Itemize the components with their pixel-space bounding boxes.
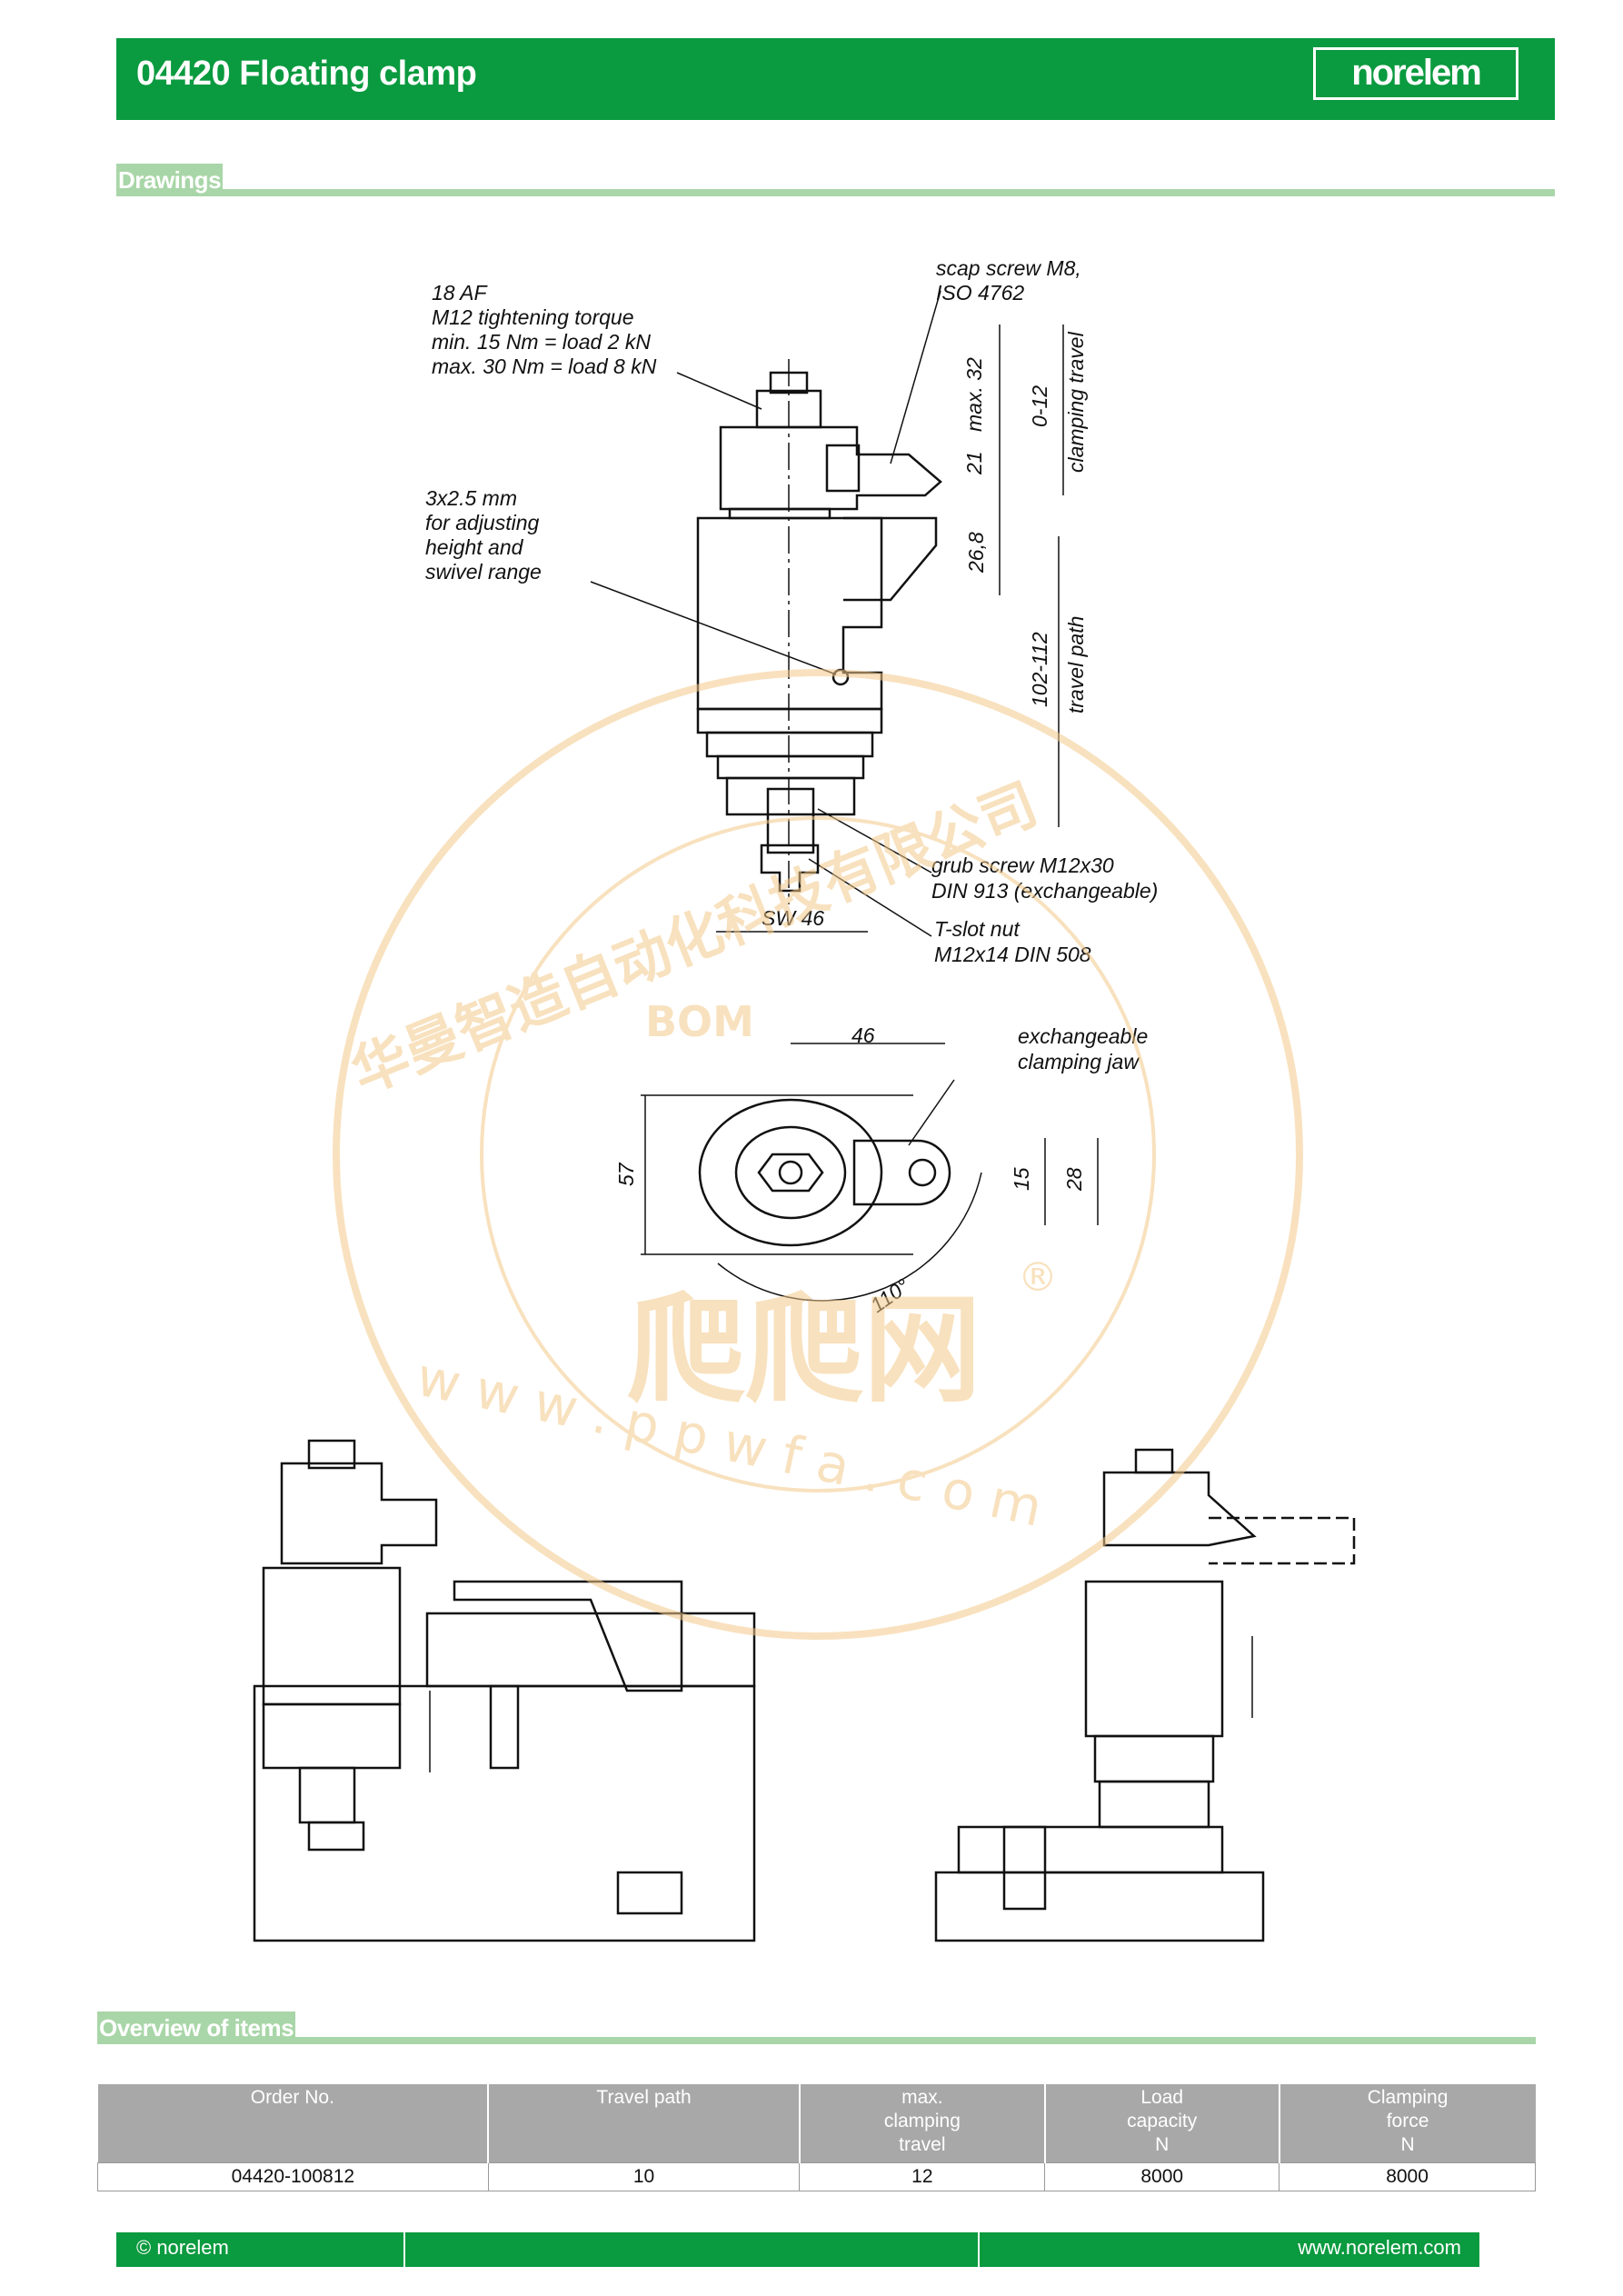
- dim-21: 21: [962, 451, 986, 475]
- footer-divider: [403, 2232, 405, 2267]
- anno-adj-1: 3x2.5 mm: [425, 486, 517, 510]
- clamping-jaw: [852, 1139, 951, 1206]
- anno-grub-2: DIN 913 (exchangeable): [931, 879, 1158, 903]
- dim-clamping-travel: clamping travel: [1064, 331, 1088, 473]
- table-row: 04420-100812 10 12 8000 8000: [97, 2162, 1536, 2191]
- col-header-clamping-travel: max. clamping travel: [799, 2084, 1046, 2163]
- col-header-load-capacity: Load capacity N: [1044, 2084, 1280, 2163]
- anno-sw: SW 46: [762, 906, 824, 930]
- dim-26-8: 26,8: [964, 532, 988, 574]
- watermark-bom: BOM: [645, 997, 754, 1046]
- table-header-row: Order No. Travel path max. clamping trav…: [97, 2084, 1536, 2163]
- anno-tslot-2: M12x14 DIN 508: [934, 943, 1091, 966]
- watermark-reg: ®: [1018, 1254, 1058, 1301]
- anno-af-1: 18 AF: [432, 281, 488, 304]
- anno-jaw-2: clamping jaw: [1018, 1050, 1140, 1073]
- technical-drawing: 18 AF M12 tightening torque min. 15 Nm =…: [253, 256, 1356, 1942]
- footer-url[interactable]: www.norelem.com: [1298, 2236, 1461, 2259]
- col-header-order-no: Order No.: [97, 2084, 490, 2163]
- watermark-brand: 爬爬网: [627, 1281, 981, 1419]
- anno-adj-3: height and: [425, 535, 524, 559]
- cell-clamping-travel: 12: [799, 2162, 1046, 2191]
- anno-af-3: min. 15 Nm = load 2 kN: [432, 330, 651, 354]
- anno-scap-2: ISO 4762: [936, 281, 1024, 304]
- section-rule: [97, 2037, 1536, 2044]
- watermark-arc-text: 华曼智造自动化科技有限公司: [343, 770, 1047, 1106]
- anno-jaw-1: exchangeable: [1018, 1024, 1148, 1048]
- col-header-travel-path: Travel path: [488, 2084, 801, 2163]
- section-drawings: Drawings: [116, 164, 1555, 196]
- cell-order-no: 04420-100812: [97, 2162, 489, 2191]
- dim-102-112: 102-112: [1028, 632, 1051, 707]
- anno-af-4: max. 30 Nm = load 8 kN: [432, 354, 657, 378]
- cell-travel-path: 10: [487, 2162, 801, 2191]
- section-rule: [116, 189, 1555, 196]
- section-overview: Overview of items: [97, 2011, 1536, 2044]
- footer-copyright: © norelem: [136, 2236, 229, 2259]
- section-title: Overview of items: [97, 2011, 296, 2044]
- dim-57: 57: [614, 1162, 638, 1186]
- dim-46: 46: [851, 1023, 875, 1047]
- anno-scap-1: scap screw M8,: [936, 256, 1081, 280]
- col-header-clamping-force: Clamping force N: [1279, 2084, 1536, 2163]
- anno-tslot-1: T-slot nut: [934, 917, 1021, 941]
- section-title: Drawings: [116, 164, 224, 196]
- footer-bar: © norelem www.norelem.com: [116, 2232, 1479, 2267]
- dim-28: 28: [1062, 1167, 1086, 1192]
- anno-grub-1: grub screw M12x30: [931, 854, 1114, 877]
- page-title: 04420 Floating clamp: [136, 55, 477, 93]
- norelem-logo: norelem: [1313, 47, 1518, 100]
- cell-load-capacity: 8000: [1044, 2162, 1280, 2191]
- cell-clamping-force: 8000: [1279, 2162, 1536, 2191]
- anno-adj-2: for adjusting: [425, 511, 540, 534]
- dim-0-12: 0-12: [1028, 385, 1051, 427]
- anno-af-2: M12 tightening torque: [432, 305, 634, 329]
- items-table: Order No. Travel path max. clamping trav…: [97, 2084, 1536, 2191]
- header-bar: 04420 Floating clamp norelem: [116, 38, 1555, 120]
- t-slot-nut: [760, 844, 820, 893]
- dim-15: 15: [1010, 1167, 1033, 1191]
- dim-max32: max. 32: [962, 357, 986, 432]
- footer-divider: [978, 2232, 980, 2267]
- anno-adj-4: swivel range: [425, 560, 542, 584]
- top-view-body: [698, 1098, 883, 1247]
- dim-travel-path: travel path: [1064, 616, 1088, 714]
